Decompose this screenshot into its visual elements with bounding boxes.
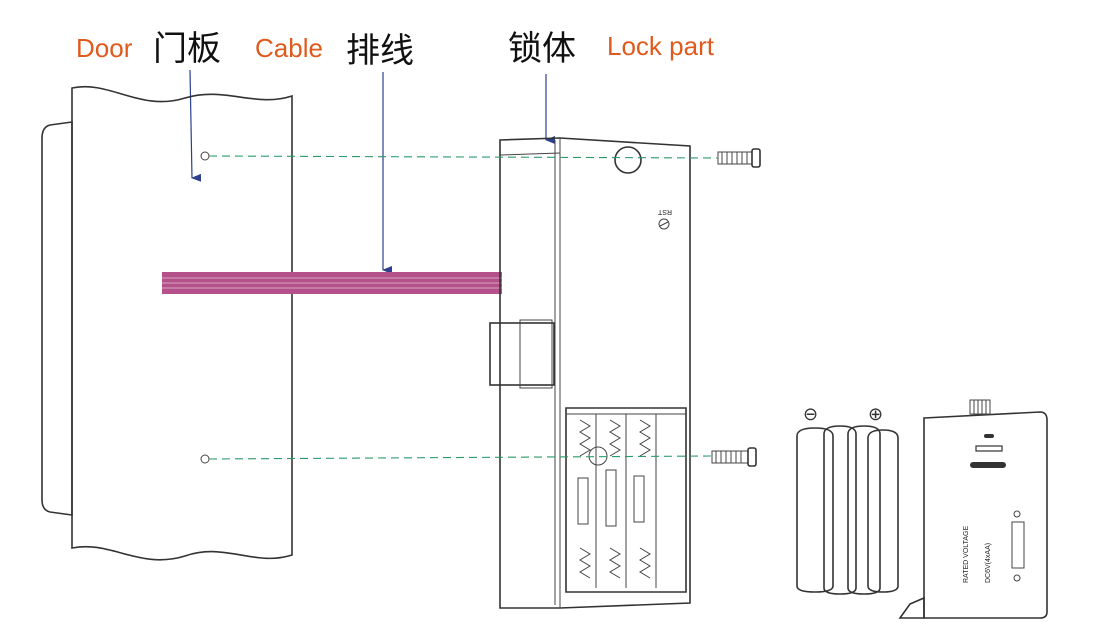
door-panel bbox=[41, 85, 293, 561]
voltage-value-text: DC6V(4xAA) bbox=[985, 543, 992, 583]
reset-button-label: RST bbox=[657, 208, 672, 215]
minus-symbol: ⊖ bbox=[803, 404, 818, 425]
battery-cover: RATED VOLTAGE DC6V(4xAA) bbox=[898, 399, 1048, 619]
door-label-en: Door bbox=[76, 33, 133, 63]
guide-line-bottom bbox=[208, 455, 713, 460]
cable-label-en: Cable bbox=[255, 33, 323, 63]
cable-label-zh: 排线 bbox=[346, 31, 414, 71]
cable bbox=[162, 272, 502, 294]
plus-symbol: ⊕ bbox=[868, 404, 883, 425]
screw-bottom bbox=[711, 447, 757, 467]
door-label-zh: 门板 bbox=[153, 29, 221, 69]
lock-label-zh: 锁体 bbox=[508, 29, 576, 69]
batteries: ⊖ ⊕ bbox=[796, 404, 899, 595]
lock-body: RST bbox=[489, 137, 691, 609]
door-pointer-arrow bbox=[189, 69, 202, 182]
lock-label-en: Lock part bbox=[607, 31, 715, 61]
guide-line-top bbox=[208, 155, 719, 159]
rated-voltage-text: RATED VOLTAGE bbox=[963, 525, 970, 583]
screw-top bbox=[717, 148, 761, 168]
